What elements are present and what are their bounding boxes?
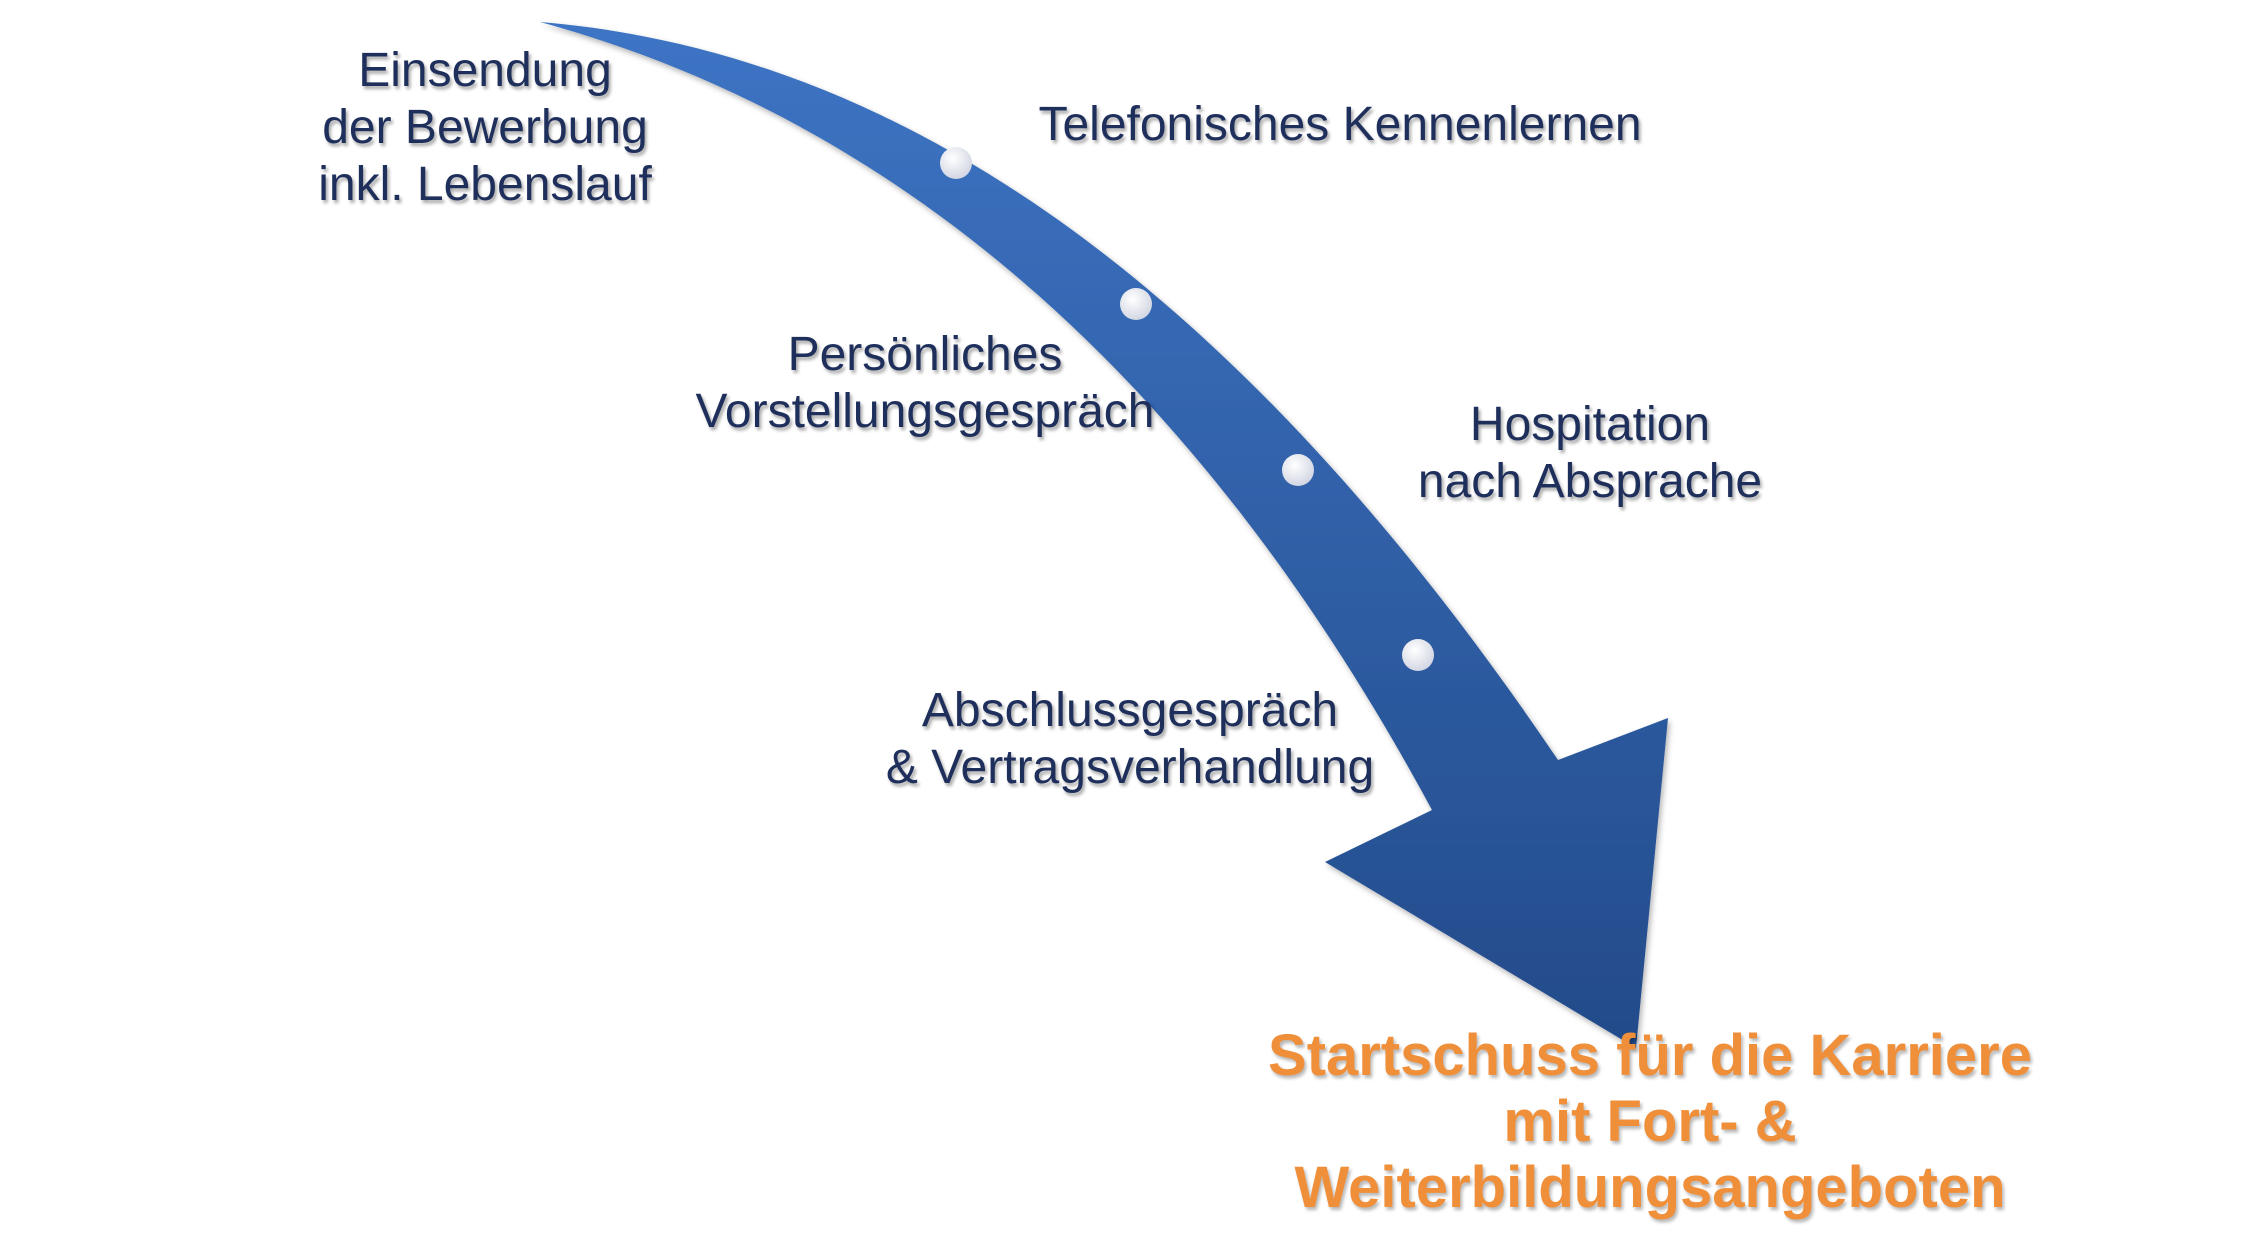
step-label-line: Vorstellungsgespräch xyxy=(695,385,1155,438)
goal-text: Startschuss für die Karriere mit Fort- &… xyxy=(1220,1023,2080,1221)
step-marker-3 xyxy=(1282,454,1314,486)
step-label-line: Hospitation xyxy=(1469,398,1711,451)
step-label-vorstellungsgespraech: Persönliches Vorstellungsgespräch xyxy=(665,326,1185,440)
step-label-line: inkl. Lebenslauf xyxy=(318,158,652,211)
step-label-line: & Vertragsverhandlung xyxy=(885,741,1375,794)
step-label-line: Abschlussgespräch xyxy=(921,684,1339,737)
goal-line: Startschuss für die Karriere xyxy=(1268,1023,2032,1088)
goal-line: Weiterbildungsangeboten xyxy=(1294,1155,2006,1220)
curved-arrow xyxy=(540,22,1668,1048)
step-label-line: der Bewerbung xyxy=(322,101,648,154)
step-label-telefon: Telefonisches Kennenlernen xyxy=(1020,96,1660,153)
step-label-line: Telefonisches Kennenlernen xyxy=(1038,98,1642,151)
step-label-hospitation: Hospitation nach Absprache xyxy=(1380,396,1800,510)
step-label-line: Einsendung xyxy=(358,44,612,97)
step-marker-2 xyxy=(1120,288,1152,320)
step-label-abschlussgespraech: Abschlussgespräch & Vertragsverhandlung xyxy=(860,682,1400,796)
step-label-line: nach Absprache xyxy=(1417,455,1763,508)
step-marker-4 xyxy=(1402,639,1434,671)
goal-line: mit Fort- & xyxy=(1503,1089,1797,1154)
step-label-line: Persönliches xyxy=(787,328,1063,381)
step-label-einsendung: Einsendung der Bewerbung inkl. Lebenslau… xyxy=(300,42,670,213)
step-marker-1 xyxy=(940,147,972,179)
